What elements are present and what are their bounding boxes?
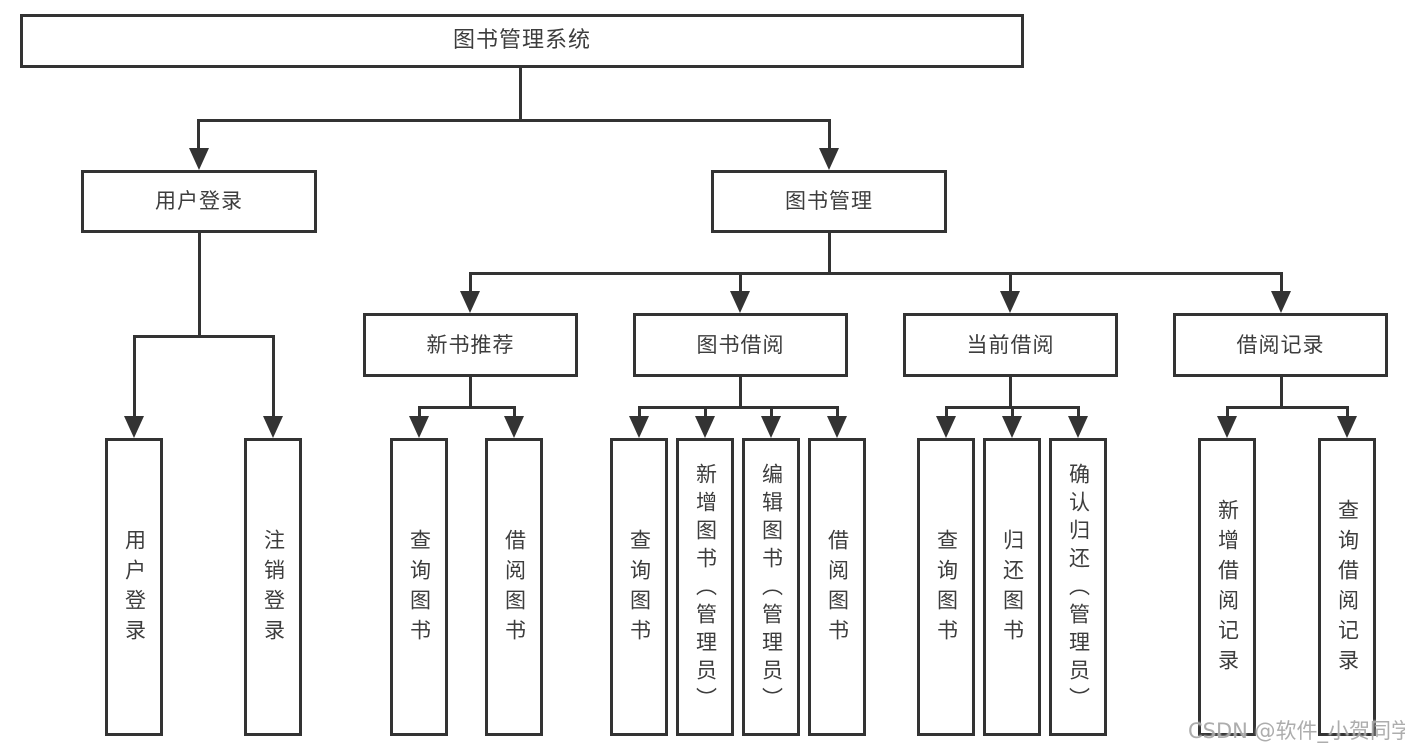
connector-section-shaft — [739, 272, 742, 293]
leaf-label: 编辑图书（管理员） — [759, 463, 784, 715]
connector-section-shaft — [1009, 272, 1012, 293]
node-section-borrow-records: 借阅记录 — [1173, 313, 1388, 377]
connector-sectionD-rail — [1226, 406, 1349, 409]
connector-leaf-shaft — [836, 406, 839, 420]
section-label: 借阅记录 — [1236, 332, 1325, 357]
connector-leaf-shaft — [1077, 406, 1080, 420]
node-leaf-borrow-books-b: 借阅图书 — [808, 438, 866, 736]
connector-leaf-shaft — [1011, 406, 1014, 420]
connector-login-shaft — [197, 119, 200, 152]
arrowhead-down-icon — [460, 291, 480, 313]
leaf-label: 查询图书 — [407, 529, 432, 649]
arrowhead-down-icon — [1000, 291, 1020, 313]
arrowhead-down-icon — [504, 416, 524, 438]
node-leaf-return-books: 归还图书 — [983, 438, 1041, 736]
node-user-login-branch: 用户登录 — [81, 170, 317, 233]
arrowhead-down-icon — [1068, 416, 1088, 438]
node-leaf-query-books-a: 查询图书 — [390, 438, 448, 736]
connector-mgmt-shaft — [828, 119, 831, 152]
node-section-book-borrow: 图书借阅 — [633, 313, 848, 377]
arrowhead-down-icon — [1337, 416, 1357, 438]
arrowhead-down-icon — [409, 416, 429, 438]
leaf-label: 借阅图书 — [502, 529, 527, 649]
node-root-system: 图书管理系统 — [20, 14, 1024, 68]
connector-sectionA-drop — [469, 377, 472, 406]
leaf-label: 新增图书（管理员） — [693, 463, 718, 715]
node-book-mgmt-branch-label: 图书管理 — [785, 189, 873, 213]
node-leaf-logout: 注销登录 — [244, 438, 302, 736]
arrowhead-down-icon — [1271, 291, 1291, 313]
arrowhead-down-icon — [827, 416, 847, 438]
arrowhead-down-icon — [1002, 416, 1022, 438]
connector-leaf-shaft — [704, 406, 707, 420]
connector-root-drop — [519, 68, 522, 119]
connector-leaf-shaft — [1226, 406, 1229, 420]
arrowhead-down-icon — [695, 416, 715, 438]
connector-sectionD-drop — [1280, 377, 1283, 406]
leaf-label: 新增借阅记录 — [1215, 499, 1240, 679]
node-leaf-user-login: 用户登录 — [105, 438, 163, 736]
node-section-new-book-recommend: 新书推荐 — [363, 313, 578, 377]
connector-section-shaft — [469, 272, 472, 293]
node-leaf-query-books-c: 查询图书 — [917, 438, 975, 736]
leaf-label: 确认归还（管理员） — [1066, 463, 1091, 715]
arrowhead-down-icon — [629, 416, 649, 438]
section-label: 图书借阅 — [696, 332, 785, 357]
connector-leaf-shaft — [513, 406, 516, 420]
leaf-label: 注销登录 — [261, 529, 286, 649]
arrowhead-down-icon — [819, 148, 839, 170]
arrowhead-down-icon — [761, 416, 781, 438]
connector-sectionA-rail — [418, 406, 516, 409]
leaf-label: 查询图书 — [934, 529, 959, 649]
connector-login-drop — [198, 233, 201, 335]
connector-login-rail — [133, 335, 275, 338]
node-leaf-query-borrow-record: 查询借阅记录 — [1318, 438, 1376, 736]
arrowhead-down-icon — [1217, 416, 1237, 438]
node-leaf-confirm-return-admin: 确认归还（管理员） — [1049, 438, 1107, 736]
leaf-label: 借阅图书 — [825, 529, 850, 649]
connector-sectionB-drop — [739, 377, 742, 406]
leaf-label: 用户登录 — [122, 529, 147, 649]
arrowhead-down-icon — [263, 416, 283, 438]
node-leaf-borrow-books-a: 借阅图书 — [485, 438, 543, 736]
connector-leaf-shaft — [1346, 406, 1349, 420]
connector-section-shaft — [1280, 272, 1283, 293]
csdn-watermark: CSDN @软件_小贺同学 — [1188, 719, 1405, 743]
node-leaf-edit-books-admin: 编辑图书（管理员） — [742, 438, 800, 736]
node-section-current-borrow: 当前借阅 — [903, 313, 1118, 377]
node-root-label: 图书管理系统 — [452, 28, 591, 53]
section-label: 当前借阅 — [966, 332, 1055, 357]
leaf-label: 归还图书 — [1000, 529, 1025, 649]
arrowhead-down-icon — [124, 416, 144, 438]
connector-leaf-shaft — [418, 406, 421, 420]
node-book-mgmt-branch: 图书管理 — [711, 170, 947, 233]
arrowhead-down-icon — [730, 291, 750, 313]
connector-mgmt-rail — [469, 272, 1283, 275]
node-leaf-query-books-b: 查询图书 — [610, 438, 668, 736]
section-label: 新书推荐 — [426, 332, 515, 357]
node-user-login-branch-label: 用户登录 — [155, 189, 243, 213]
arrowhead-down-icon — [189, 148, 209, 170]
leaf-label: 查询图书 — [627, 529, 652, 649]
leaf-label: 查询借阅记录 — [1335, 499, 1360, 679]
connector-leaf-shaft — [770, 406, 773, 420]
connector-leaf-shaft — [945, 406, 948, 420]
connector-root-rail — [197, 119, 831, 122]
connector-mgmt-drop — [828, 233, 831, 272]
node-leaf-add-borrow-record: 新增借阅记录 — [1198, 438, 1256, 736]
node-leaf-add-books-admin: 新增图书（管理员） — [676, 438, 734, 736]
connector-leaf-shaft — [133, 335, 136, 420]
connector-leaf-shaft — [638, 406, 641, 420]
connector-sectionB-rail — [638, 406, 839, 409]
connector-sectionC-drop — [1009, 377, 1012, 406]
arrowhead-down-icon — [936, 416, 956, 438]
connector-leaf-shaft — [272, 335, 275, 420]
